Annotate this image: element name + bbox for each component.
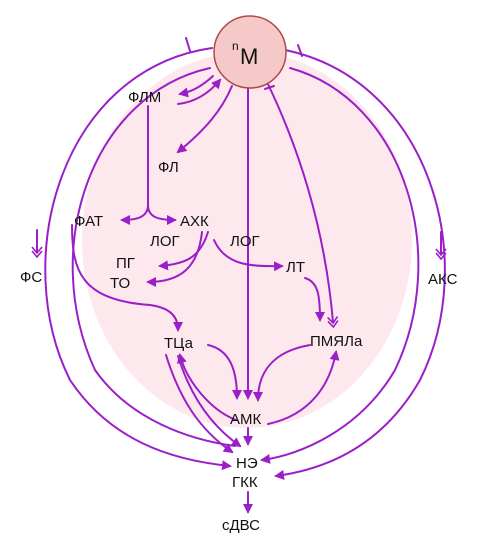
edge-tca-to-ne-2	[177, 355, 242, 448]
edge-tca-to-amk	[207, 344, 242, 400]
node-lt: ЛТ	[286, 259, 305, 276]
node-m-superscript: n	[232, 39, 239, 53]
edge-aks-inner	[260, 67, 420, 464]
node-log-left: ЛОГ	[150, 233, 180, 250]
node-to: ТО	[110, 275, 130, 292]
edge-fat-to-tca	[71, 224, 183, 332]
edge-m-to-flm	[178, 75, 214, 98]
node-ne: НЭ	[236, 455, 258, 472]
node-m-label: М	[240, 44, 258, 69]
edge-flm-to-axk	[147, 204, 177, 225]
edge-m-to-pmyala	[265, 79, 333, 322]
inhibit-bar-left	[185, 37, 191, 52]
node-flm: ФЛМ	[128, 89, 161, 106]
edge-pmyala-to-amk	[253, 344, 311, 402]
edge-m-to-fl	[176, 85, 233, 154]
edge-m-to-aks-outer	[274, 49, 446, 480]
node-fl: ФЛ	[158, 159, 179, 176]
node-pg: ПГ	[116, 255, 135, 272]
edge-lt-to-pmyala	[304, 277, 325, 322]
edge-fs-inner	[71, 67, 236, 447]
node-m-circle	[213, 15, 287, 89]
node-pmyala: ПМЯЛа	[310, 333, 363, 350]
edge-axk-to-lt	[213, 239, 284, 272]
edge-axk-to-pg	[158, 231, 209, 271]
inhibit-bar-right	[297, 44, 303, 57]
inhibit-bar-center	[264, 85, 275, 90]
edge-tca-to-ne-1	[165, 354, 234, 454]
edge-axk-to-to	[146, 231, 203, 287]
node-axk: АХК	[180, 213, 209, 230]
node-gkk: ГКК	[232, 474, 258, 491]
node-fat: ФАТ	[74, 213, 103, 230]
edge-flm-to-m	[177, 78, 222, 105]
node-tca: ТЦа	[164, 335, 194, 352]
edge-amk-to-tca	[177, 353, 237, 421]
node-amk: АМК	[230, 411, 262, 428]
edge-m-to-fs-outer	[44, 47, 232, 471]
node-log-center: ЛОГ	[230, 233, 260, 250]
node-fs: ФС	[20, 269, 42, 286]
node-sdvs: сДВС	[222, 517, 260, 534]
edge-amk-to-pmyala	[267, 350, 340, 425]
node-aks: АКС	[428, 271, 458, 288]
